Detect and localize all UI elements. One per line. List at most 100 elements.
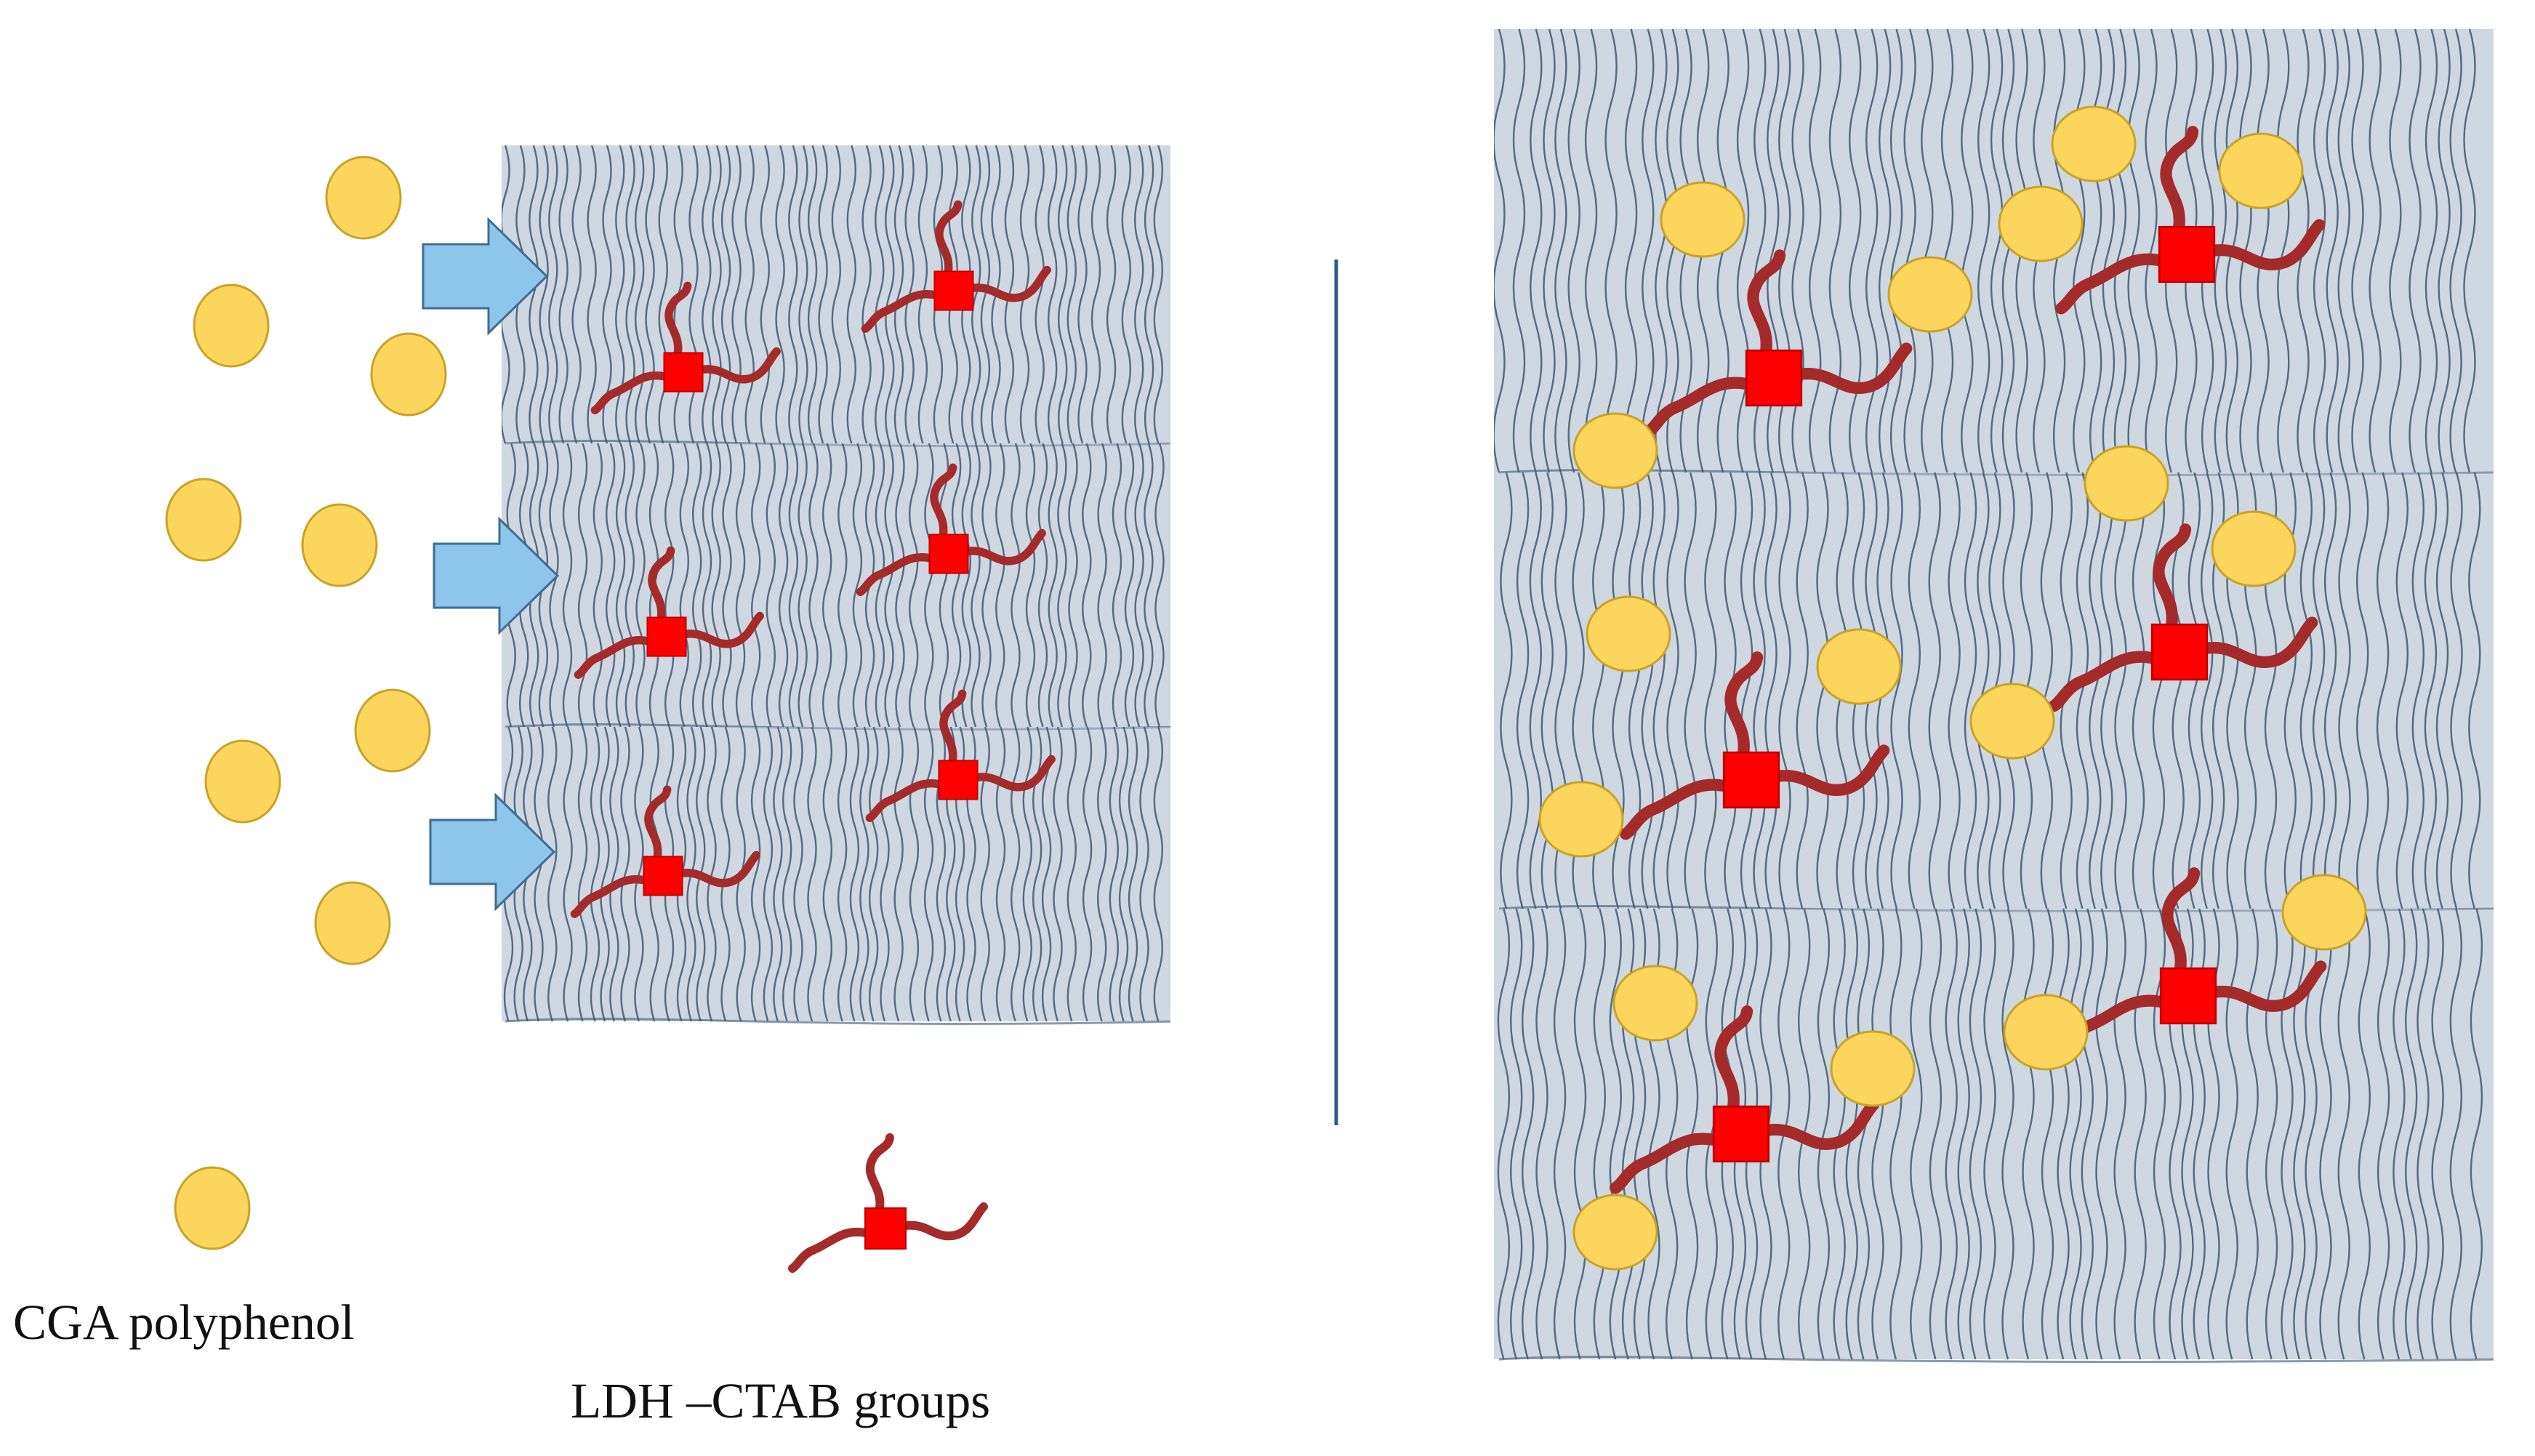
ldh-sheet-strand (702, 443, 712, 728)
ctab-tail (678, 850, 760, 888)
ldh-sheet-strand (793, 726, 803, 1022)
ctab-tail (865, 1133, 894, 1212)
ldh-sheet-strand (909, 443, 919, 728)
ldh-sheet-strand (1530, 28, 1543, 473)
ctab-head (864, 1207, 907, 1250)
ldh-sheet-strand (846, 145, 856, 444)
ldh-sheet-strand (2132, 472, 2145, 909)
ctab-head (1712, 1105, 1770, 1163)
ldh-sheet-strand (688, 145, 699, 444)
ldh-sheet-strand (1641, 472, 1654, 909)
ldh-sheet-strand (2073, 28, 2086, 473)
legend (174, 1133, 988, 1273)
ctab-group (2048, 523, 2318, 712)
ldh-sheet-strand (2153, 908, 2166, 1360)
intercalation-arrow (433, 516, 560, 635)
ldh-sheet-strand (2450, 472, 2463, 909)
ldh-sheet-strand (2001, 28, 2015, 473)
polyphenol-dot (204, 739, 281, 824)
ldh-sheet-strand (549, 443, 559, 728)
ldh-sheet-strand (1124, 443, 1135, 728)
polyphenol-dot (1998, 185, 2084, 262)
ldh-sheet-strand (577, 726, 588, 1022)
ldh-sheet-strand (658, 145, 668, 444)
ldh-sheet-strand (852, 443, 863, 728)
ldh-sheet-strand (2102, 28, 2116, 473)
ldh-sheet-strand (1940, 28, 1954, 473)
ctab-group (2055, 126, 2326, 315)
bound-polyphenols (1538, 105, 2367, 1271)
ldh-sheet-strand (634, 726, 644, 1022)
ldh-sheet-strand (1890, 472, 1903, 909)
ldh-sheet-strand (1529, 472, 1542, 909)
ldh-sheet-strand (1510, 908, 1523, 1360)
polyphenol-dot (2281, 874, 2367, 951)
ctab-groups-before (570, 200, 1056, 918)
left-sheets (502, 145, 1170, 1025)
ldh-sheet-strand (1983, 908, 1996, 1360)
polyphenol-dot (2218, 132, 2304, 209)
ldh-sheet-strand (529, 145, 539, 444)
ctab-tail (2055, 253, 2166, 315)
ldh-sheet-strand (1957, 908, 1970, 1360)
ldh-sheet-strand (1037, 443, 1048, 728)
ldh-sheet-strand (1704, 472, 1717, 909)
ldh-sheet-strand (720, 726, 731, 1022)
ldh-sheet-strand (577, 443, 588, 728)
ldh-sheet-strand (1090, 145, 1101, 444)
ldh-sheet-strand (763, 726, 774, 1022)
polyphenol-dot (325, 156, 402, 240)
ctab-tail (1762, 1098, 1880, 1150)
ldh-sheet-strand (1624, 28, 1638, 473)
ldh-sheet-strand (1666, 28, 1679, 473)
ctab-tail (1795, 342, 1913, 394)
polyphenol-dot (165, 478, 242, 562)
legend-polyphenol-dot (174, 1166, 251, 1250)
ldh-sheet-strand (861, 145, 872, 444)
ctab-groups-after (1610, 126, 2327, 1194)
ldh-sheet-strand (2041, 908, 2054, 1360)
ldh-sheet-strand (1134, 145, 1144, 444)
ldh-sheet-strand (620, 726, 630, 1022)
ldh-sheet-strand (2145, 28, 2158, 473)
ldh-sheet-strand (2095, 908, 2108, 1360)
ldh-sheet-strand (1948, 472, 1961, 909)
ldh-sheet-strand (558, 145, 569, 444)
ctab-head (928, 534, 969, 574)
ldh-sheet-strand (971, 145, 981, 444)
ldh-sheet-strand (563, 726, 573, 1022)
legend-label-ldh-ctab: LDH –CTAB groups (571, 1373, 991, 1428)
ldh-sheet-strand (2389, 28, 2402, 473)
ldh-sheet-strand (635, 145, 645, 444)
ldh-sheet-strand (2435, 472, 2449, 909)
ldh-sheet-strand (773, 726, 783, 1022)
polyphenol-dot (1816, 628, 1902, 705)
ldh-sheet-strand (775, 145, 785, 444)
ctab-tail (2209, 960, 2327, 1012)
ldh-sheet-strand (711, 443, 721, 728)
intercalation-arrow (429, 792, 556, 912)
ldh-sheet-strand (587, 145, 597, 444)
ldh-sheet-strand (609, 726, 619, 1022)
ldh-sheet-strand (2393, 908, 2406, 1360)
ldh-sheet-strand (995, 726, 1006, 1022)
ldh-sheet-strand (951, 443, 962, 728)
ctab-head (2150, 623, 2209, 681)
ldh-sheet-strand (1097, 443, 1107, 728)
ctab-tail (570, 874, 648, 918)
ldh-sheet-strand (2323, 472, 2337, 909)
ctab-group (570, 785, 760, 918)
polyphenol-dot (1969, 683, 2055, 760)
ldh-sheet-strand (788, 443, 799, 728)
ldh-sheet-strand (2358, 908, 2371, 1360)
ldh-sheet-strand (1593, 908, 1606, 1360)
ldh-sheet-strand (1753, 472, 1766, 909)
ldh-sheet-strand (1910, 908, 1923, 1360)
ldh-sheet-strand (2089, 472, 2102, 909)
ldh-sheet-strand (2409, 28, 2422, 473)
polyphenol-dot (2051, 105, 2137, 182)
ldh-sheet-strand (760, 145, 770, 444)
ctab-tail (681, 611, 764, 648)
